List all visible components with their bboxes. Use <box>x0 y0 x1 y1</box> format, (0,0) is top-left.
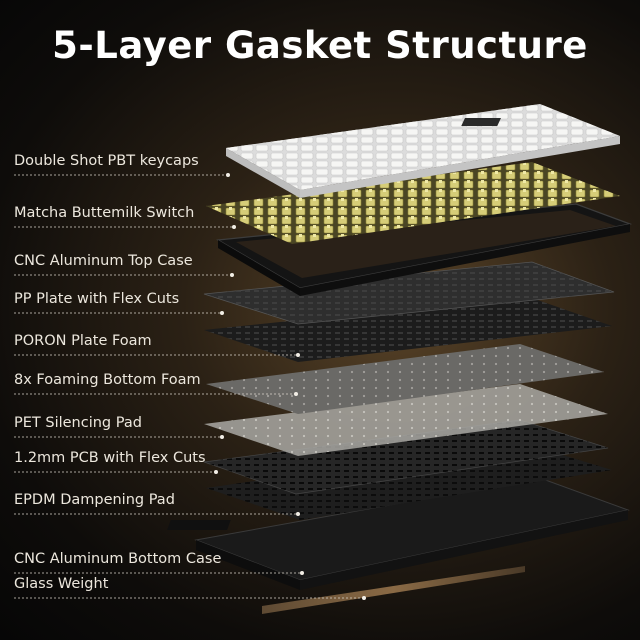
layer-label: PP Plate with Flex Cuts <box>14 291 180 307</box>
leader-dot <box>220 311 224 315</box>
leader-dot <box>232 225 236 229</box>
switch-layer <box>206 162 620 244</box>
keycap-layer <box>226 104 620 198</box>
pp-plate-layer <box>203 261 615 325</box>
layer-label: Double Shot PBT keycaps <box>14 153 199 169</box>
page-title: 5-Layer Gasket Structure <box>52 24 588 67</box>
layer-label: CNC Aluminum Bottom Case <box>14 551 222 567</box>
layer-label: CNC Aluminum Top Case <box>14 253 193 269</box>
layer-label: 8x Foaming Bottom Foam <box>14 372 201 388</box>
layer-label: PET Silencing Pad <box>14 415 142 431</box>
pet-pad-layer <box>204 384 608 456</box>
top-case-layer <box>216 203 633 296</box>
layer-label: Glass Weight <box>14 576 109 592</box>
layer-label: EPDM Dampening Pad <box>14 492 175 508</box>
poron-foam-layer <box>204 296 612 362</box>
leader-dot <box>296 512 300 516</box>
leader-lines <box>14 173 366 600</box>
layer-label: PORON Plate Foam <box>14 333 152 349</box>
leader-dot <box>300 571 304 575</box>
leader-dot <box>230 273 234 277</box>
bottom-foam-layer <box>206 344 604 414</box>
leader-dot <box>362 596 366 600</box>
layer-label: Matcha Buttemilk Switch <box>14 205 195 221</box>
leader-dot <box>296 353 300 357</box>
leader-dot <box>294 392 298 396</box>
leader-dot <box>214 470 218 474</box>
glass-weight-layer <box>262 566 525 614</box>
leader-dot <box>226 173 230 177</box>
layer-label: 1.2mm PCB with Flex Cuts <box>14 450 206 466</box>
leader-dot <box>220 435 224 439</box>
